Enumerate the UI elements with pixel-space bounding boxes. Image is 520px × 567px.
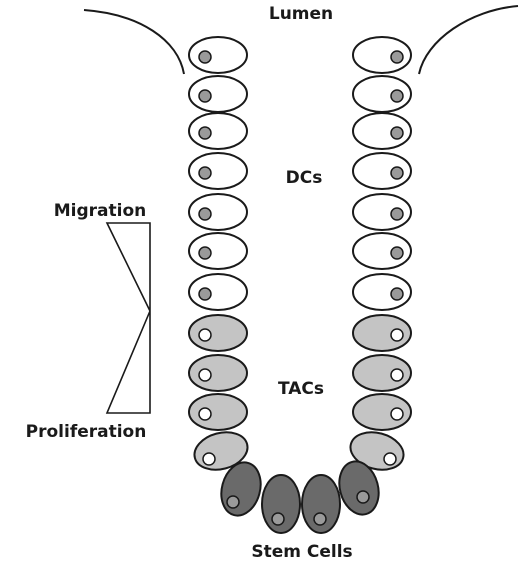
left-cell-5 xyxy=(189,194,247,230)
right-cell-3 xyxy=(353,113,411,149)
left-cell-10-body xyxy=(189,394,247,430)
left-cell-2-nucleus xyxy=(199,90,211,102)
left-cell-6 xyxy=(189,233,247,269)
left-cell-4 xyxy=(189,153,247,189)
right-cell-6-nucleus xyxy=(391,247,403,259)
proliferation-label: Proliferation xyxy=(26,422,147,442)
migration-gradient-triangle xyxy=(107,223,150,311)
right-cell-9 xyxy=(353,355,411,391)
left-cell-7-body xyxy=(189,274,247,310)
right-cell-8 xyxy=(353,315,411,351)
right-cell-8-nucleus xyxy=(391,329,403,341)
right-cell-7-nucleus xyxy=(391,288,403,300)
stem-cell-4-nucleus xyxy=(357,491,369,503)
cell-layer xyxy=(189,37,411,533)
left-cell-2 xyxy=(189,76,247,112)
right-cell-3-nucleus xyxy=(391,127,403,139)
stem-cell-3-nucleus xyxy=(314,513,326,525)
left-cell-2-body xyxy=(189,76,247,112)
right-cell-1 xyxy=(353,37,411,73)
left-cell-9-nucleus xyxy=(199,369,211,381)
lumen-label: Lumen xyxy=(269,4,333,24)
left-cell-8-nucleus xyxy=(199,329,211,341)
left-cell-4-nucleus xyxy=(199,167,211,179)
left-cell-1-body xyxy=(189,37,247,73)
right-cell-5-nucleus xyxy=(391,208,403,220)
left-cell-7-nucleus xyxy=(199,288,211,300)
left-cell-9-body xyxy=(189,355,247,391)
dcs-label: DCs xyxy=(286,168,323,188)
left-cell-5-nucleus xyxy=(199,208,211,220)
left-cell-5-body xyxy=(189,194,247,230)
right-cell-5 xyxy=(353,194,411,230)
left-cell-4-body xyxy=(189,153,247,189)
right-cell-11-nucleus xyxy=(384,453,396,465)
right-cell-6 xyxy=(353,233,411,269)
left-cell-10 xyxy=(189,394,247,430)
left-cell-6-body xyxy=(189,233,247,269)
left-cell-7 xyxy=(189,274,247,310)
right-cell-4-nucleus xyxy=(391,167,403,179)
left-cell-8-body xyxy=(189,315,247,351)
left-cell-6-nucleus xyxy=(199,247,211,259)
right-cell-10 xyxy=(353,394,411,430)
stem-cell-3 xyxy=(302,475,340,533)
left-cell-8 xyxy=(189,315,247,351)
right-cell-7 xyxy=(353,274,411,310)
right-cell-4 xyxy=(353,153,411,189)
migration-label: Migration xyxy=(54,201,147,221)
left-cell-11-nucleus xyxy=(203,453,215,465)
lumen-surface-right xyxy=(419,6,518,74)
stem-cell-2-nucleus xyxy=(272,513,284,525)
right-cell-10-nucleus xyxy=(391,408,403,420)
left-cell-3 xyxy=(189,113,247,149)
stem-cells-label: Stem Cells xyxy=(251,542,352,562)
left-cell-1 xyxy=(189,37,247,73)
left-cell-10-nucleus xyxy=(199,408,211,420)
stem-cell-1-nucleus xyxy=(227,496,239,508)
left-cell-3-nucleus xyxy=(199,127,211,139)
left-cell-9 xyxy=(189,355,247,391)
right-cell-2 xyxy=(353,76,411,112)
right-cell-9-nucleus xyxy=(391,369,403,381)
proliferation-gradient-triangle xyxy=(107,311,150,413)
lumen-surface-left xyxy=(84,10,184,74)
left-cell-1-nucleus xyxy=(199,51,211,63)
right-cell-2-nucleus xyxy=(391,90,403,102)
tacs-label: TACs xyxy=(278,379,324,399)
stem-cell-2 xyxy=(262,475,300,533)
right-cell-1-nucleus xyxy=(391,51,403,63)
left-cell-3-body xyxy=(189,113,247,149)
